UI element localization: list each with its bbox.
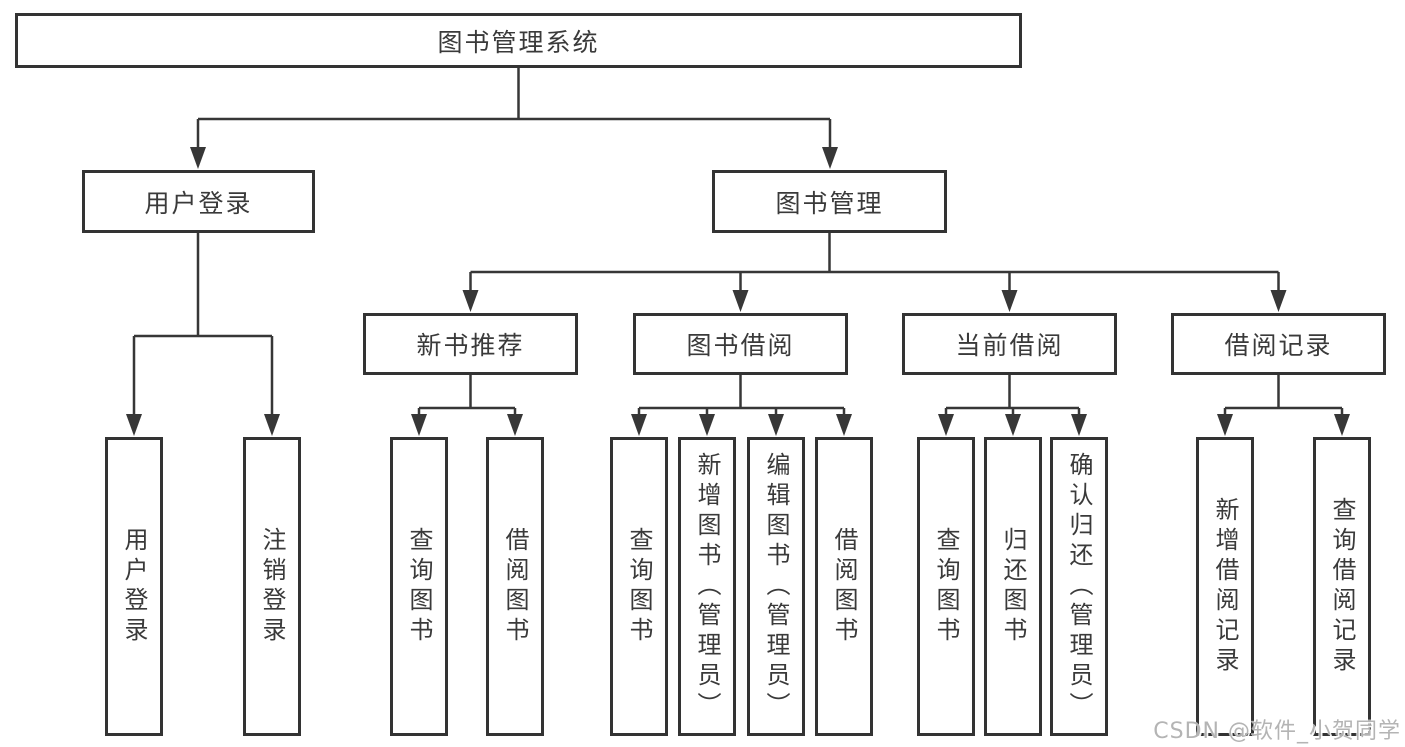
leaf-nbr-query-books: 查询图书 <box>390 437 448 736</box>
node-library-management-system: 图书管理系统 <box>15 13 1022 68</box>
leaf-user-login: 用户登录 <box>105 437 163 736</box>
leaf-nbr-borrow-books: 借阅图书 <box>486 437 544 736</box>
leaf-br-add-record: 新增借阅记录 <box>1196 437 1254 736</box>
leaf-cb-return-books: 归还图书 <box>984 437 1042 736</box>
node-current-borrowing: 当前借阅 <box>902 313 1117 375</box>
leaf-cb-query-books: 查询图书 <box>917 437 975 736</box>
leaf-bb-borrow-books: 借阅图书 <box>815 437 873 736</box>
leaf-logout: 注销登录 <box>243 437 301 736</box>
csdn-watermark: CSDN @软件_小贺同学 <box>1153 719 1401 744</box>
node-book-management: 图书管理 <box>712 170 947 233</box>
leaf-bb-add-books-admin: 新增图书（管理员） <box>678 437 736 736</box>
node-new-book-recommendation: 新书推荐 <box>363 313 578 375</box>
leaf-bb-edit-books-admin: 编辑图书（管理员） <box>747 437 805 736</box>
node-book-borrowing: 图书借阅 <box>633 313 848 375</box>
arrowheads <box>126 147 1350 436</box>
leaf-br-query-record: 查询借阅记录 <box>1313 437 1371 736</box>
leaf-cb-confirm-return-admin: 确认归还（管理员） <box>1050 437 1108 736</box>
node-borrowing-records: 借阅记录 <box>1171 313 1386 375</box>
leaf-bb-query-books: 查询图书 <box>610 437 668 736</box>
node-user-login: 用户登录 <box>82 170 315 233</box>
